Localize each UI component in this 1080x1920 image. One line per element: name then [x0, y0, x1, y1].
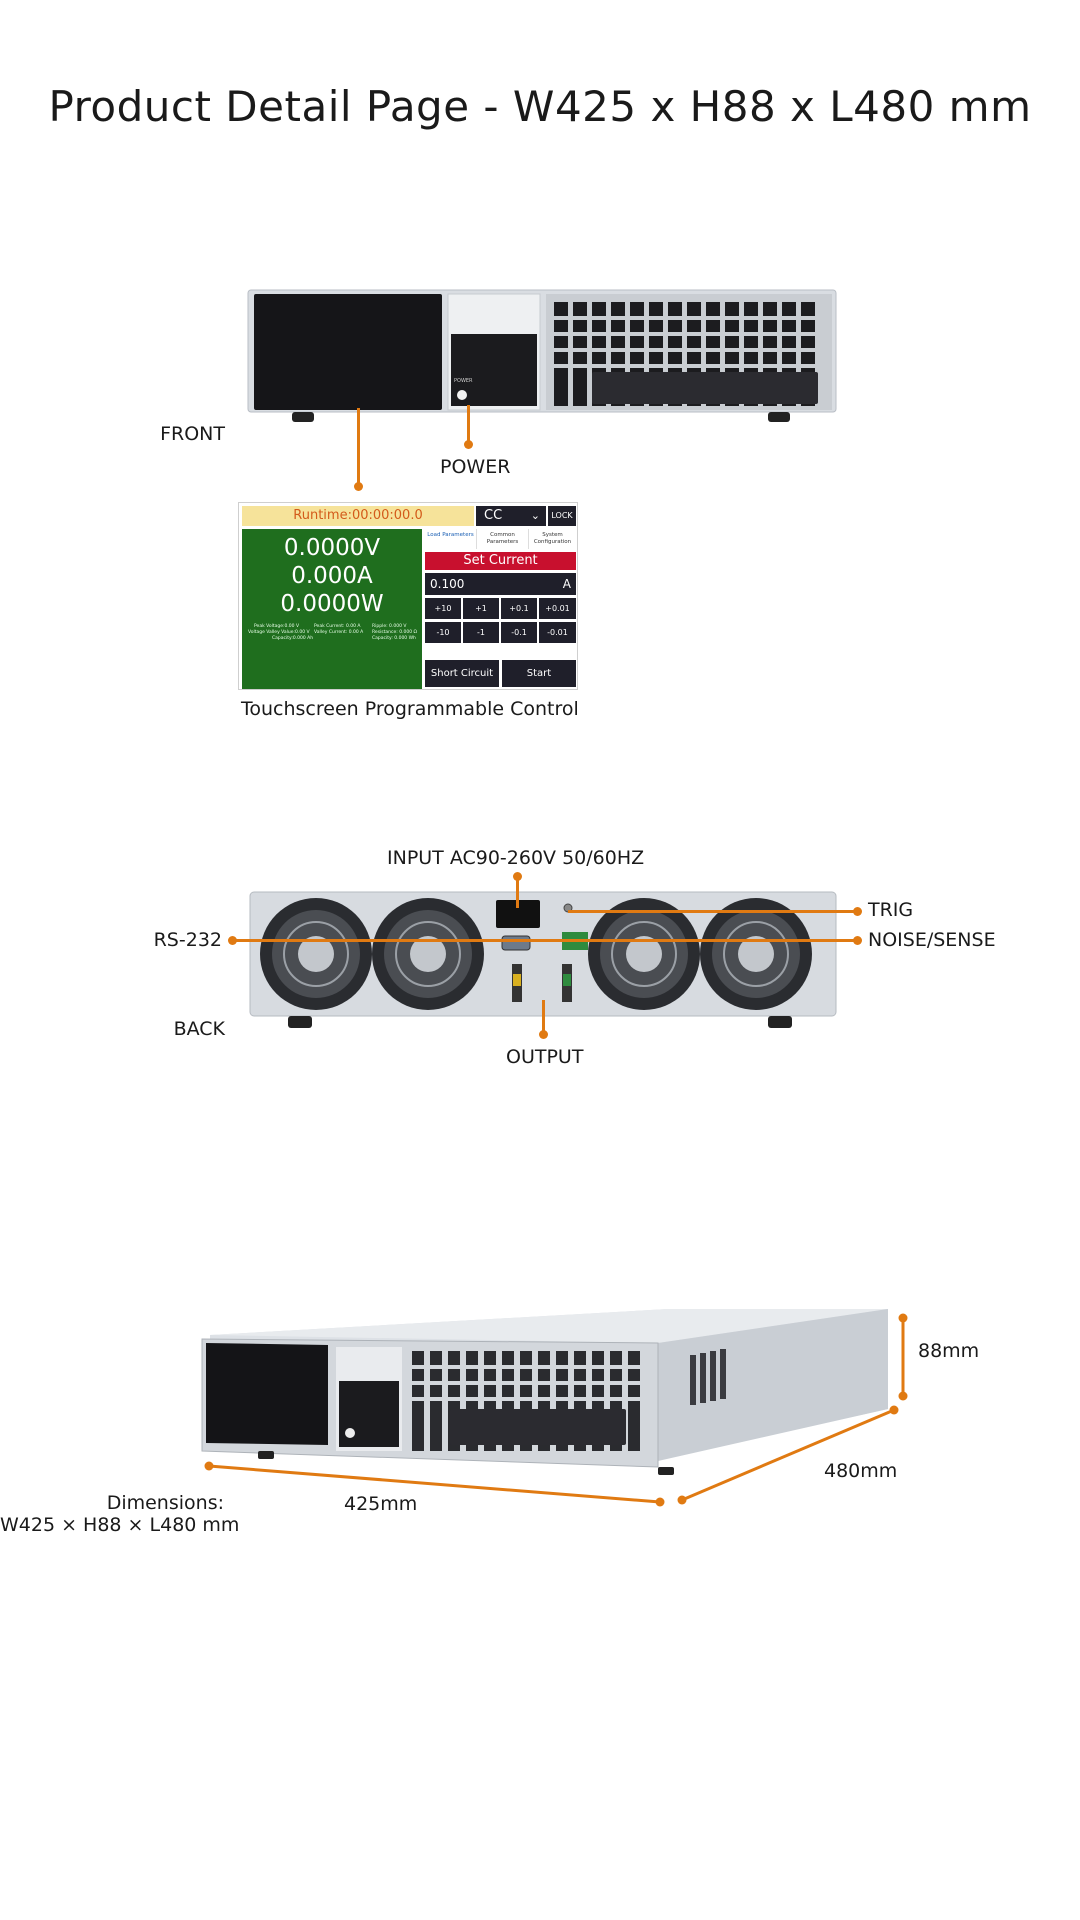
rs232-callout-dot	[228, 936, 237, 945]
dimensions-caption-line1: Dimensions:	[106, 1492, 224, 1514]
key-minus-0-1[interactable]: -0.1	[501, 622, 537, 643]
mode-value: CC	[484, 508, 503, 523]
current-unit: A	[562, 577, 571, 591]
lock-button[interactable]: LOCK	[548, 506, 576, 526]
tab-load-parameters[interactable]: Load Parameters	[425, 529, 477, 549]
rs232-label: RS-232	[153, 929, 222, 951]
current-value-field[interactable]: 0.100 A	[425, 573, 576, 595]
start-button[interactable]: Start	[502, 660, 576, 687]
back-label: BACK	[173, 1018, 225, 1040]
key-plus-0-01[interactable]: +0.01	[539, 598, 576, 619]
screen-callout-dot	[354, 482, 363, 491]
stat-peak-current: Peak Current: 0.00 A	[314, 624, 361, 629]
key-plus-10[interactable]: +10	[425, 598, 461, 619]
input-label: INPUT AC90-260V 50/60HZ	[387, 847, 645, 869]
output-callout-line	[542, 1000, 545, 1034]
trig-callout-line	[568, 910, 858, 913]
power-readout: 0.0000W	[280, 591, 384, 617]
output-callout-dot	[539, 1030, 548, 1039]
current-value: 0.100	[430, 577, 465, 591]
power-callout-dot	[464, 440, 473, 449]
stat-valley-voltage: Voltage Valley Value:0.00 V	[248, 630, 310, 635]
touchscreen-caption: Touchscreen Programmable Control	[241, 698, 579, 720]
perspective-product-image	[201, 1309, 888, 1475]
stat-capacity-ah: Capacity:0.000 Ah	[272, 636, 314, 641]
stat-valley-current: Valley Current: 0.00 A	[314, 630, 364, 635]
front-label: FRONT	[160, 423, 225, 445]
runtime-readout: Runtime:00:00:00.0	[242, 506, 474, 526]
screen-callout-line	[357, 408, 360, 486]
output-label: OUTPUT	[506, 1046, 584, 1068]
voltage-readout: 0.0000V	[283, 535, 381, 561]
chevron-down-icon: ⌄	[530, 509, 540, 522]
key-plus-1[interactable]: +1	[463, 598, 499, 619]
key-minus-1[interactable]: -1	[463, 622, 499, 643]
noise-callout-dot	[853, 936, 862, 945]
short-circuit-button[interactable]: Short Circuit	[425, 660, 499, 687]
width-dimension-label: 425mm	[344, 1493, 418, 1515]
power-label: POWER	[440, 456, 511, 478]
set-current-header: Set Current	[425, 552, 576, 570]
height-dimension-label: 88mm	[918, 1340, 980, 1362]
input-callout-line	[516, 876, 519, 908]
tab-system-configuration[interactable]: System Configuration	[533, 532, 572, 545]
tab-common-parameters[interactable]: Common Parameters	[477, 529, 529, 549]
stat-resistance: Resistance: 0.000 Ω	[372, 630, 417, 635]
page-title: Product Detail Page - W425 x H88 x L480 …	[48, 82, 1032, 131]
power-callout-line	[467, 405, 470, 445]
front-panel-image: POWER	[247, 289, 837, 422]
touchscreen-display: Runtime:00:00:00.0 CC ⌄ LOCK 0.0000V 0.00…	[238, 502, 578, 690]
key-plus-0-1[interactable]: +0.1	[501, 598, 537, 619]
trig-label: TRIG	[868, 899, 914, 921]
noise-sense-label: NOISE/SENSE	[868, 929, 996, 951]
key-minus-0-01[interactable]: -0.01	[539, 622, 576, 643]
trig-callout-dot	[853, 907, 862, 916]
depth-dimension-label: 480mm	[824, 1460, 898, 1482]
measurement-panel: 0.0000V 0.000A 0.0000W Peak Voltage:0.00…	[242, 529, 422, 689]
current-readout: 0.000A	[291, 563, 373, 589]
mode-select[interactable]: CC ⌄	[476, 506, 546, 526]
rs232-noise-callout-line	[231, 939, 858, 942]
key-minus-10[interactable]: -10	[425, 622, 461, 643]
dimensions-caption-line2: W425 × H88 × L480 mm	[0, 1514, 240, 1536]
svg-text:POWER: POWER	[454, 378, 473, 384]
stat-peak-voltage: Peak Voltage:0.00 V	[254, 624, 300, 629]
stat-ripple: Ripple: 0.000 V	[372, 624, 407, 629]
stat-capacity-wh: Capacity: 0.000 Wh	[372, 636, 416, 641]
